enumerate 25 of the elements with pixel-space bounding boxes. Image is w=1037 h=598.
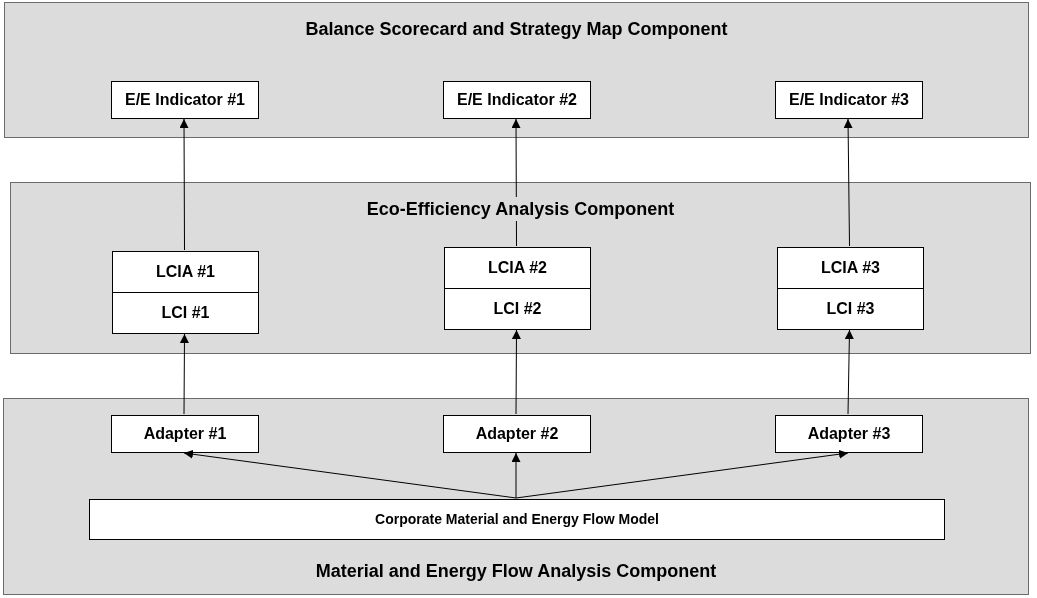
- process-box: LCI #2: [444, 288, 591, 330]
- process-box: E/E Indicator #1: [111, 81, 259, 119]
- component-panel: [3, 398, 1029, 595]
- process-box: LCIA #2: [444, 247, 591, 289]
- process-box: LCI #1: [112, 292, 259, 334]
- arrow: [183, 449, 517, 499]
- arrow: [179, 118, 189, 251]
- process-box: LCIA #1: [112, 251, 259, 293]
- arrow: [511, 118, 521, 247]
- arrow: [511, 329, 521, 415]
- arrow: [843, 118, 853, 247]
- arrow: [511, 452, 521, 499]
- arrow: [179, 333, 189, 415]
- process-box: Adapter #1: [111, 415, 259, 453]
- process-box: E/E Indicator #2: [443, 81, 591, 119]
- arrow: [515, 449, 849, 499]
- process-box: Adapter #2: [443, 415, 591, 453]
- process-box: Adapter #3: [775, 415, 923, 453]
- process-box: E/E Indicator #3: [775, 81, 923, 119]
- component-panel: [10, 182, 1031, 354]
- process-box: LCIA #3: [777, 247, 924, 289]
- arrow: [844, 329, 854, 415]
- process-box: LCI #3: [777, 288, 924, 330]
- component-panel: [4, 2, 1029, 138]
- process-box: Corporate Material and Energy Flow Model: [89, 499, 945, 540]
